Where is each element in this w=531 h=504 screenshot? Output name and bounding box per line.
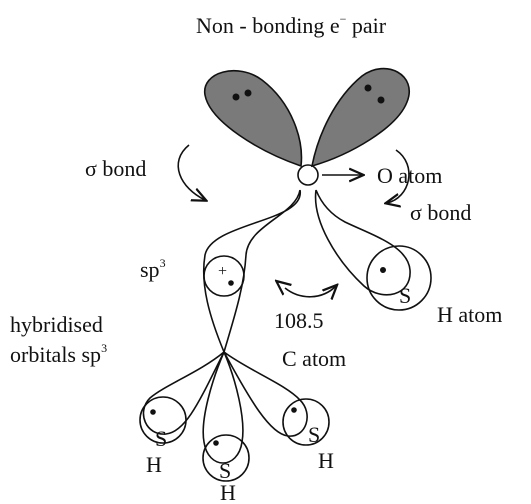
- o-atom-label: O atom: [377, 163, 442, 188]
- h-label-left: H: [146, 452, 162, 477]
- hybridised-label: hybridised: [10, 312, 103, 337]
- electron-dot: [364, 84, 372, 92]
- c-hybrid-sphere: [203, 255, 245, 297]
- c-h-lobe-left: [142, 351, 225, 435]
- sigma-bond-right-label: σ bond: [410, 200, 471, 225]
- electron-dot: [150, 409, 156, 415]
- electron-dot: [213, 440, 219, 446]
- electron-dot: [291, 407, 297, 413]
- h-atom-label: H atom: [437, 302, 502, 327]
- bond-angle-label: 108.5: [274, 308, 324, 333]
- h-s-orbital-right: [282, 398, 330, 446]
- sigma-bond-left-label: σ bond: [85, 156, 146, 181]
- o-h-bond-lobe: [314, 189, 411, 296]
- orbitals-sp3-label: orbitals sp3: [10, 341, 107, 367]
- title-label: Non - bonding e− pair: [196, 12, 387, 38]
- c-h-lobe-middle: [202, 351, 244, 464]
- lone-pair-lobe-right: [310, 67, 410, 168]
- o-atom-nucleus: [297, 164, 319, 186]
- s-label-right: S: [308, 422, 320, 447]
- h-s-orbital-middle: [202, 434, 250, 482]
- lone-pair-lobe-left: [204, 70, 303, 168]
- electron-dot: [228, 280, 234, 286]
- c-atom-label: C atom: [282, 346, 346, 371]
- sigma-bond-left-arrow: [177, 144, 205, 200]
- o-c-bond-lobe: [202, 189, 301, 355]
- s-label-upper: S: [399, 283, 411, 308]
- sp3-label: sp3: [140, 256, 166, 282]
- s-label-left: S: [155, 426, 167, 451]
- electron-dot: [380, 267, 386, 273]
- h-label-right: H: [318, 448, 334, 473]
- plus-sign: +: [218, 263, 227, 280]
- h-label-middle: H: [220, 480, 236, 504]
- s-label-middle: S: [219, 458, 231, 483]
- h-s-orbital-left: [139, 396, 187, 444]
- electron-dot: [244, 89, 252, 97]
- sigma-bond-right-arrow: [387, 149, 410, 203]
- bond-angle-arrow: [285, 286, 336, 297]
- electron-dot: [232, 93, 240, 101]
- c-h-lobe-right: [223, 351, 308, 437]
- h-s-orbital-upper: [366, 245, 432, 311]
- electron-dot: [377, 96, 385, 104]
